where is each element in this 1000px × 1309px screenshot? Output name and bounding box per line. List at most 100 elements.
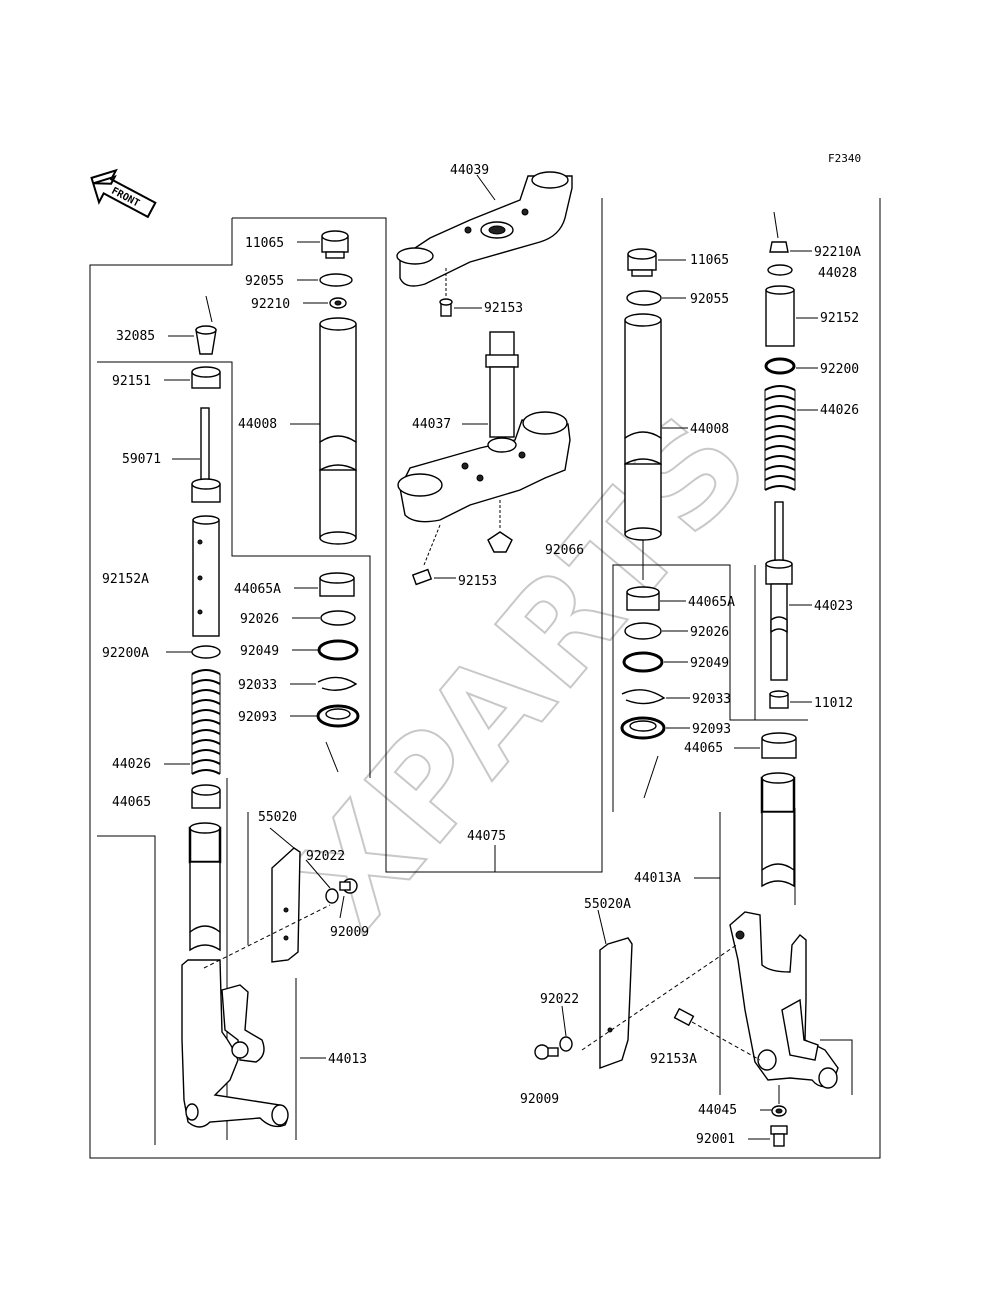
label-59071: 59071: [122, 452, 161, 467]
clip-92033-right: [621, 689, 666, 705]
cartridge-44023: [765, 501, 812, 681]
piston-ring-92151: [164, 366, 221, 389]
label-92210-left: 92210: [251, 297, 290, 312]
label-11012: 11012: [814, 696, 853, 711]
front-direction-arrow: FRONT: [90, 168, 157, 219]
outer-tube-44013A: [694, 772, 839, 1089]
guide-right: [643, 755, 659, 799]
label-44013A: 44013A: [634, 871, 681, 886]
bushing-44065A-left: [294, 572, 355, 597]
washer-92022-left: [305, 859, 339, 904]
o-ring-92055-left: [319, 273, 353, 287]
label-11065-right: 11065: [690, 253, 729, 268]
bolt-92009-right: [534, 1044, 559, 1060]
label-92152A: 92152A: [102, 572, 149, 587]
left-assembly-frame: [232, 198, 603, 873]
bolt-92153-bottom: [411, 524, 456, 586]
label-92066: 92066: [545, 543, 584, 558]
washer-92026-left: [320, 610, 356, 626]
label-44026-right: 44026: [820, 403, 859, 418]
fork-cap-bolt-left: [297, 230, 349, 259]
outer-tube-44013: [181, 822, 326, 1128]
bolt-92153A: [673, 1007, 761, 1061]
label-92093-left: 92093: [238, 710, 277, 725]
leader-44039: [476, 174, 496, 201]
washer-44045: [760, 1085, 787, 1117]
collar-11012: [769, 690, 812, 709]
bushing-44065A-right: [626, 586, 686, 611]
bushing-44065-right: [734, 732, 797, 759]
label-92153A: 92153A: [650, 1052, 697, 1067]
label-92022-left: 92022: [306, 849, 345, 864]
outer-frame: [89, 198, 881, 1159]
label-44039: 44039: [450, 163, 489, 178]
bolt-92153-top: [439, 268, 482, 317]
inner-left-frame: [97, 361, 371, 778]
label-92093-right: 92093: [692, 722, 731, 737]
washer-92026-right: [624, 622, 662, 640]
label-92153-top: 92153: [484, 301, 523, 316]
label-44023: 44023: [814, 599, 853, 614]
label-92055-right: 92055: [690, 292, 729, 307]
label-92009-left: 92009: [330, 925, 369, 940]
diagram-code: F2340: [828, 152, 861, 165]
label-44075: 44075: [467, 829, 506, 844]
label-92009-right: 92009: [520, 1092, 559, 1107]
washer-44028: [767, 264, 793, 276]
label-92210A: 92210A: [814, 245, 861, 260]
label-92026-left: 92026: [240, 612, 279, 627]
label-44028: 44028: [818, 266, 857, 281]
upper-triple-clamp: [396, 171, 573, 287]
cap-32085: [168, 295, 217, 355]
spring-44026-right: [764, 385, 818, 491]
label-44065-left: 44065: [112, 795, 151, 810]
o-ring-92055-right: [626, 290, 662, 306]
dust-seal-92093-right: [620, 716, 690, 740]
inner-tube-44008-right: [624, 313, 688, 580]
drain-bolt-92001: [748, 1125, 788, 1147]
inner-tube-44008-left: [290, 317, 357, 545]
inner-left-frame-2: [97, 835, 156, 1145]
label-55020: 55020: [258, 810, 297, 825]
label-92049-right: 92049: [690, 656, 729, 671]
guide-left: [325, 741, 339, 773]
label-55020A: 55020A: [584, 897, 631, 912]
steering-stem: [397, 331, 571, 553]
label-11065-left: 11065: [245, 236, 284, 251]
label-92026-right: 92026: [690, 625, 729, 640]
dust-seal-92093-left: [290, 704, 360, 728]
nut-92210-left: [303, 297, 347, 309]
label-92022-right: 92022: [540, 992, 579, 1007]
label-44008-right: 44008: [690, 422, 729, 437]
label-92200: 92200: [820, 362, 859, 377]
axle-frame: [820, 1039, 853, 1095]
label-92152: 92152: [820, 311, 859, 326]
bushing-44065-left: [191, 784, 221, 809]
seal-92049-left: [292, 639, 359, 661]
washer-92200: [764, 357, 796, 375]
label-44037: 44037: [412, 417, 451, 432]
label-44065A-right: 44065A: [688, 595, 735, 610]
inner-right-frame: [612, 564, 808, 812]
nut-92210A: [769, 211, 812, 253]
label-44013: 44013: [328, 1052, 367, 1067]
bolt-92009-left: [339, 878, 358, 919]
label-44026-left: 44026: [112, 757, 151, 772]
label-92001: 92001: [696, 1132, 735, 1147]
spacer-92152A: [192, 515, 220, 637]
label-92151: 92151: [112, 374, 151, 389]
clip-92033-left: [317, 676, 358, 691]
damper-rod-59071: [172, 407, 221, 503]
spacer-92152: [765, 285, 818, 347]
label-44045: 44045: [698, 1103, 737, 1118]
label-92055-left: 92055: [245, 274, 284, 289]
label-44008-left: 44008: [238, 417, 277, 432]
label-32085: 32085: [116, 329, 155, 344]
spring-44026-left: [164, 669, 221, 775]
label-92200A: 92200A: [102, 646, 149, 661]
seal-92049-right: [622, 651, 688, 673]
mudguard-bracket-55020: [203, 827, 331, 969]
label-44065-right: 44065: [684, 741, 723, 756]
label-92153-bottom: 92153: [458, 574, 497, 589]
